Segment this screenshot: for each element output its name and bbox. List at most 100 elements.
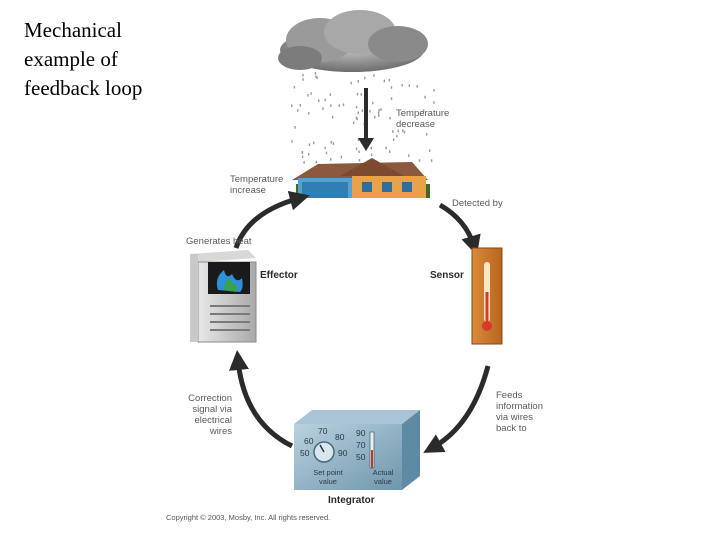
rain-drop <box>303 161 305 164</box>
slide-title: Mechanical example of feedback loop <box>24 18 143 100</box>
scale-number: 50 <box>356 452 366 462</box>
label-generates-heat: Generates heat <box>186 236 252 247</box>
rain-drop <box>322 107 324 110</box>
rain-drop <box>329 93 331 96</box>
rain-drop <box>424 95 426 99</box>
rain-drop <box>350 81 352 85</box>
rain-drop <box>360 93 362 96</box>
rain-drop <box>291 140 293 143</box>
rain-drop <box>408 84 410 87</box>
rain-drop <box>330 141 332 144</box>
rain-drop <box>357 80 359 83</box>
rain-drop <box>378 109 380 112</box>
rain-drop <box>369 109 371 113</box>
label-set-point-value: Set point value <box>313 468 343 486</box>
dial-number: 50 <box>300 448 310 458</box>
rain-drop <box>356 92 359 96</box>
rain-drop <box>324 98 326 102</box>
rain-drop <box>302 78 304 81</box>
rain-drop <box>373 74 375 77</box>
label-temperature-decrease: Temperature decrease <box>396 108 450 130</box>
rain-drop <box>380 108 382 111</box>
rain-drop <box>385 146 387 150</box>
rain-drop <box>378 114 380 117</box>
label-integrator: Integrator <box>328 495 375 506</box>
rain-drop <box>308 112 310 115</box>
label-temperature-increase: Temperature increase <box>230 174 284 196</box>
rain-drop <box>316 76 318 80</box>
label-actual-value: Actual value <box>372 468 394 486</box>
rain-drop <box>358 150 360 154</box>
house-icon <box>292 158 430 198</box>
rain-drop <box>355 105 358 109</box>
copyright-text: Copyright © 2003, Mosby, Inc. All rights… <box>166 513 331 522</box>
rain-drop <box>325 151 328 155</box>
rain-drop <box>377 111 380 115</box>
rain-drop <box>397 129 399 133</box>
rain-drop <box>429 149 431 152</box>
rain-drop <box>383 79 385 83</box>
rain-drop <box>392 138 395 141</box>
label-detected-by: Detected by <box>452 198 503 209</box>
dial-number: 90 <box>338 448 348 458</box>
rain-drop <box>315 75 317 78</box>
rain-drop <box>299 104 301 107</box>
label-sensor: Sensor <box>430 270 464 281</box>
rain-drop <box>308 152 310 156</box>
rain-drop <box>338 104 340 107</box>
rain-drop <box>308 143 311 146</box>
rain-drop <box>340 155 343 159</box>
rain-drop <box>318 99 320 102</box>
rain-drop <box>357 111 359 115</box>
dial-number: 60 <box>304 436 314 446</box>
arrow-integrator-to-effector <box>229 350 294 449</box>
arrow-house-to-sensor <box>438 202 481 256</box>
scale-number: 90 <box>356 428 366 438</box>
rain-drop <box>389 116 391 120</box>
rain-drop <box>396 134 398 138</box>
rain-drop <box>352 121 355 125</box>
label-correction-signal: Correction signal via electrical wires <box>188 393 232 437</box>
rain-drop <box>358 159 361 162</box>
rain-drop <box>314 72 317 75</box>
rain-drop <box>302 73 304 77</box>
label-feeds-information: Feeds information via wires back to <box>496 390 543 434</box>
rain-drop <box>315 160 317 164</box>
rain-drop <box>371 153 373 157</box>
rain-drop <box>372 101 374 105</box>
rain-drop <box>433 89 435 92</box>
rain-drop <box>402 129 404 133</box>
rain-drop <box>301 155 304 158</box>
rain-drop <box>426 133 428 136</box>
rain-drop <box>408 154 410 157</box>
furnace-icon <box>190 250 257 343</box>
rain-drop <box>401 83 403 87</box>
rain-drops <box>291 72 435 164</box>
rain-drop <box>403 130 406 134</box>
rain-drop <box>390 86 393 89</box>
rain-drop <box>310 92 312 95</box>
rain-drop <box>392 130 394 133</box>
rain-drop <box>416 85 418 88</box>
rain-drop <box>297 109 299 112</box>
rain-drop <box>388 78 390 82</box>
rain-drop <box>356 117 358 121</box>
rain-drop <box>294 126 296 129</box>
rain-drop <box>342 103 345 107</box>
rain-drop <box>291 104 293 107</box>
rain-drop <box>418 159 421 162</box>
rain-drop <box>433 101 435 104</box>
rain-drop <box>355 116 358 120</box>
rain-drop <box>293 85 296 89</box>
dial-number: 70 <box>318 426 328 436</box>
rain-drop <box>357 138 360 142</box>
rain-cloud-icon <box>278 10 428 72</box>
arrow-effector-to-house <box>233 190 310 249</box>
rain-drop <box>330 104 332 107</box>
arrow-sensor-to-integrator <box>423 365 491 453</box>
rain-drop <box>324 146 326 150</box>
thermostat-icon: 70 80 90 60 50 90 70 50 <box>294 410 420 490</box>
rain-drop <box>307 94 309 97</box>
rain-drop <box>370 146 372 150</box>
label-effector: Effector <box>260 270 298 281</box>
